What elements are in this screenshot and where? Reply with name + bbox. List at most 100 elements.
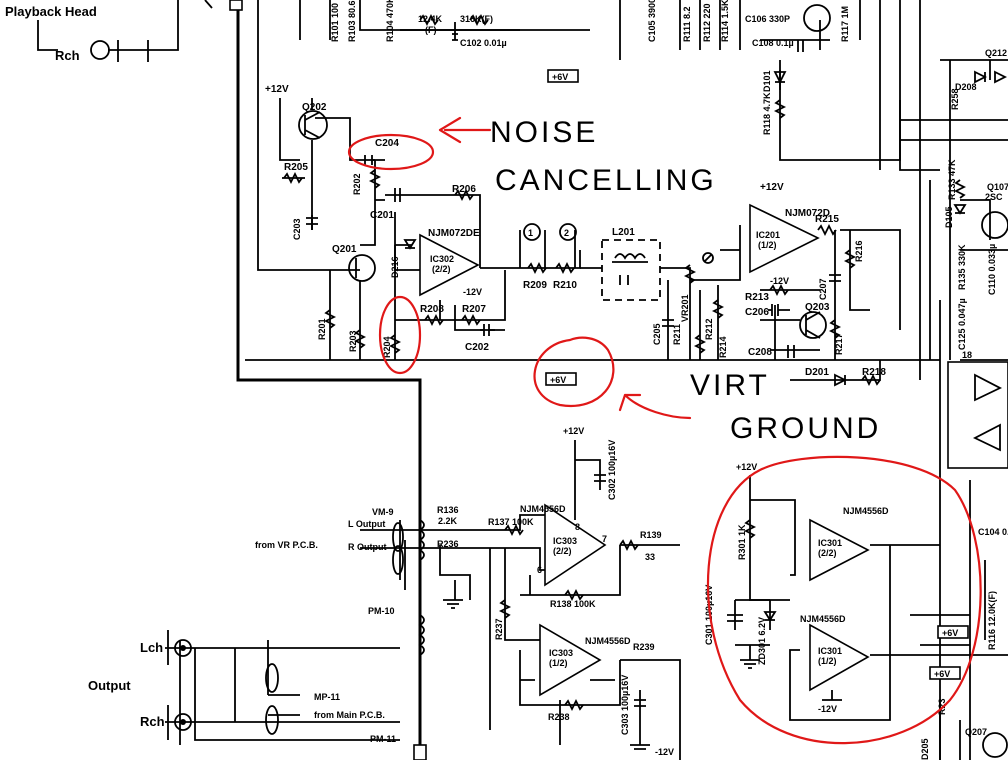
- label-r239: R239: [633, 642, 655, 652]
- label-q201: Q201: [332, 244, 357, 255]
- label-r117: R117 1M: [840, 6, 850, 42]
- label-r133: R133 47K: [947, 159, 957, 200]
- capacitor-c208-icon: [787, 345, 795, 358]
- label-d216: D216: [390, 256, 400, 278]
- label-rch-top: Rch: [55, 48, 80, 63]
- components-top: 1 2: [90, 4, 1008, 469]
- label-njm072de: NJM072DE: [428, 228, 480, 239]
- label-lch: Lch: [140, 640, 163, 655]
- label-ic201: IC201: [756, 230, 780, 240]
- label-output: Output: [88, 678, 131, 693]
- plus6v-top-tag: +6V: [547, 69, 579, 83]
- label-c110: C110 0.033µ: [987, 244, 997, 295]
- circle-ic301-block: [706, 455, 982, 745]
- diode-d201-icon: [834, 373, 848, 387]
- label-rch: Rch: [140, 714, 165, 729]
- label-c108: C108 0.1µ: [752, 38, 794, 48]
- svg-text:2: 2: [564, 228, 569, 238]
- label-d205: D205: [920, 738, 930, 760]
- resistor-r201-icon: [323, 309, 337, 329]
- label-from-vr: from VR P.C.B.: [255, 540, 318, 550]
- resistor-r218-icon: [861, 373, 881, 387]
- label-r213: R213: [745, 292, 769, 303]
- label-r209: R209: [523, 280, 547, 291]
- label-r217: R217: [834, 333, 844, 355]
- label-r237: R237: [494, 618, 504, 640]
- label-c302: C302 100µ16V: [607, 440, 617, 500]
- label-c125: C125 0.047µ: [957, 298, 967, 350]
- opamp-ic302-icon: [419, 233, 480, 297]
- label-ic301a: IC301: [818, 538, 842, 548]
- label-vr201: VR201: [680, 294, 690, 322]
- label-plus6v-r1: +6V: [942, 628, 958, 638]
- label-r210: R210: [553, 280, 577, 291]
- wiring-top: [37, 0, 1008, 760]
- label-d105: D105: [944, 206, 954, 228]
- label-pin8: 8: [575, 522, 580, 532]
- label-zd301: ZD301 6.2V: [757, 617, 767, 665]
- resistor-r217-icon: [828, 319, 842, 339]
- label-r137: R137 100K: [488, 517, 534, 527]
- arrow-virt: [618, 393, 692, 420]
- label-r206: R206: [452, 184, 476, 195]
- plus6v-mid-tag: +6V: [545, 372, 577, 386]
- resistor-r213-icon: [769, 283, 789, 297]
- label-vm9: VM-9: [372, 507, 394, 517]
- label-ic303b-half: (1/2): [549, 658, 568, 668]
- label-c105: C105 3900P: [647, 0, 657, 42]
- wiring-bottom: [165, 440, 1008, 760]
- label-r211: R211: [672, 324, 682, 345]
- label-from-main: from Main P.C.B.: [314, 710, 385, 720]
- label-plus12v-c302: +12V: [563, 426, 584, 436]
- circle-virt-ground: [533, 336, 615, 408]
- diode-d101-icon: [773, 71, 787, 85]
- label-ic201-half: (1/2): [758, 240, 777, 250]
- label-r135: R135 330K: [957, 244, 967, 290]
- label-plus6v-mid: +6V: [550, 375, 566, 385]
- circle-r204: [378, 295, 422, 375]
- label-q203: Q203: [805, 302, 830, 313]
- label-r201: R201: [317, 318, 327, 340]
- label-r258: R258: [950, 88, 960, 110]
- label-c205: C205: [652, 323, 662, 345]
- transistor-q-top-icon: [803, 4, 831, 32]
- label-mp11: MP-11: [314, 692, 340, 702]
- label-r203: R203: [348, 330, 358, 352]
- transistor-q203-icon: [799, 311, 827, 339]
- label-d208: D208: [955, 82, 977, 92]
- testpoint-2-icon: [559, 223, 577, 241]
- label-njm4556d-301a: NJM4556D: [843, 506, 889, 516]
- label-18: 18: [962, 350, 972, 360]
- label-ic303: IC303: [553, 536, 577, 546]
- label-r204: R204: [382, 336, 392, 358]
- svg-text:1: 1: [528, 228, 533, 238]
- red-annotations: NOISE CANCELLING VIRT GROUND: [347, 116, 982, 745]
- label-r136-val: 2.2K: [438, 516, 458, 526]
- label-r218: R218: [862, 367, 886, 378]
- resistor-r209-icon: [527, 261, 547, 275]
- label-r202: R202: [352, 173, 362, 195]
- label-r139-val: 33: [645, 552, 655, 562]
- label-r301: R301 1K: [737, 524, 747, 560]
- resistor-r203-icon: [353, 329, 367, 349]
- label-njm4556d-303b: NJM4556D: [585, 636, 631, 646]
- label-ic301b-half: (1/2): [818, 656, 837, 666]
- label-q107: Q107: [987, 182, 1008, 192]
- diode-d216-icon: [403, 239, 417, 250]
- label-minus12v: -12V: [463, 287, 482, 297]
- label-r111: R111 8.2: [682, 6, 692, 42]
- jack-icon: [90, 40, 110, 60]
- label-c203: C203: [292, 218, 302, 240]
- label-c204: C204: [375, 138, 399, 149]
- resistor-r202-icon: [368, 169, 382, 189]
- label-q202: Q202: [302, 102, 327, 113]
- label-ic302-half: (2/2): [432, 264, 451, 274]
- label-minus12v-c303: -12V: [655, 747, 674, 757]
- transistor-q107-icon: [981, 211, 1008, 239]
- label-r-316k: 316K(F): [460, 14, 493, 24]
- label-r238: R238: [548, 712, 570, 722]
- resistor-r215-icon: [817, 223, 837, 237]
- label-c102: C102 0.01µ: [460, 38, 507, 48]
- label-d201: D201: [805, 367, 829, 378]
